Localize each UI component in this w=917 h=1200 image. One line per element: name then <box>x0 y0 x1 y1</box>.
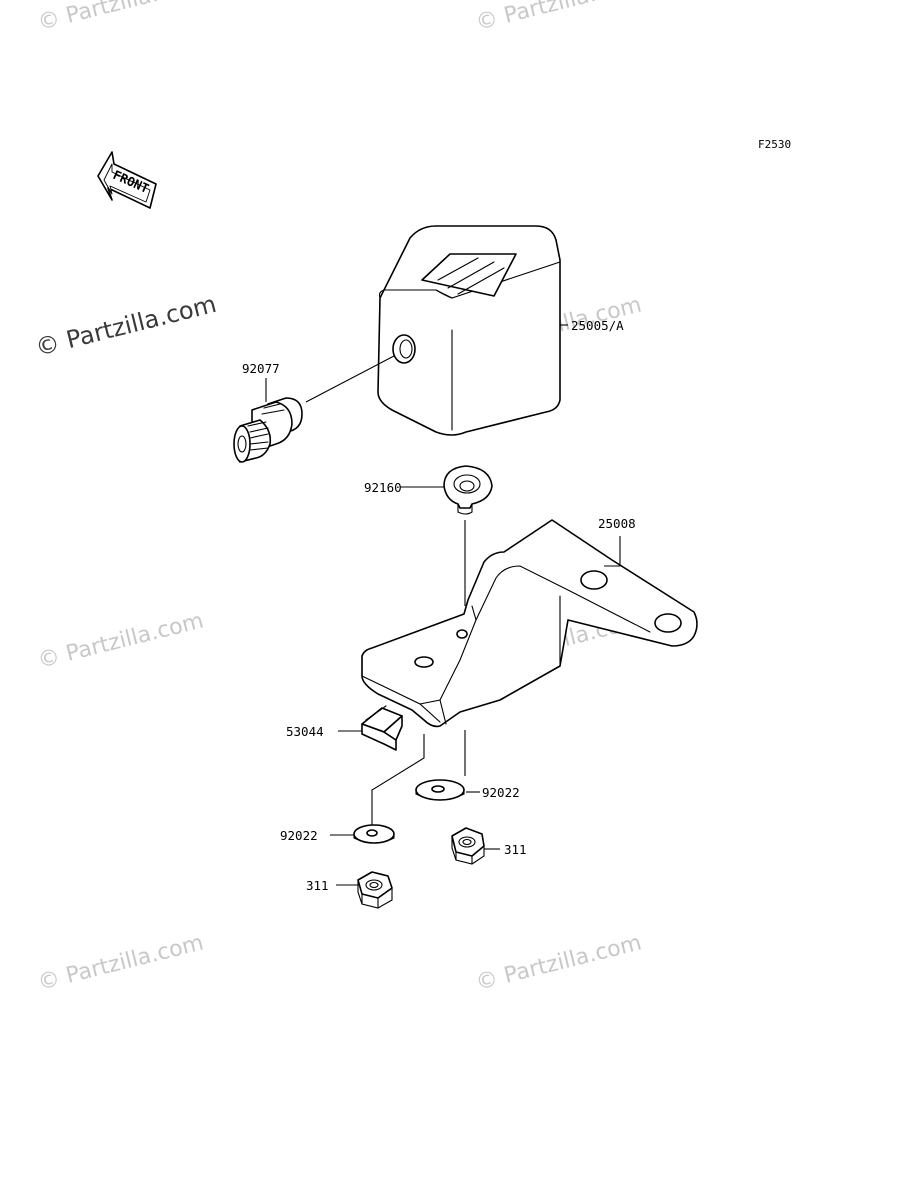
knob-92077 <box>233 397 303 463</box>
knob-axis-line <box>305 355 395 403</box>
watermark-layer: © Partzilla.com © Partzilla.com © Partzi… <box>33 0 645 996</box>
bracket-25008 <box>361 519 698 728</box>
grommet-part-number: 92160 <box>364 480 402 495</box>
nut-right-part-number: 311 <box>504 842 527 857</box>
nut-left-311 <box>357 871 393 909</box>
watermark: © Partzilla.com <box>473 0 644 36</box>
clip-part-number: 53044 <box>286 724 324 739</box>
figure-code: F2530 <box>758 138 791 151</box>
knob-part-number: 92077 <box>242 361 280 376</box>
washer-left-part-number: 92022 <box>280 828 318 843</box>
washer-right-92022 <box>415 779 465 801</box>
watermark-main: © Partzilla.com <box>33 290 219 362</box>
watermark: © Partzilla.com <box>35 608 206 673</box>
watermark: © Partzilla.com <box>35 0 206 36</box>
watermark: © Partzilla.com <box>35 930 206 995</box>
washer-left-92022 <box>353 824 395 844</box>
nut-right-311 <box>451 827 485 865</box>
watermark: © Partzilla.com <box>473 930 644 995</box>
left-axis-line <box>371 734 425 826</box>
cover-25005 <box>377 225 561 436</box>
front-arrow-icon: FRONT <box>97 151 157 209</box>
cover-part-number: 25005/A <box>571 318 624 333</box>
grommet-92160 <box>443 465 493 515</box>
bracket-part-number: 25008 <box>598 516 636 531</box>
bracket-leader <box>604 536 621 567</box>
clip-53044 <box>361 705 403 751</box>
nut-left-part-number: 311 <box>306 878 329 893</box>
washer-right-part-number: 92022 <box>482 785 520 800</box>
